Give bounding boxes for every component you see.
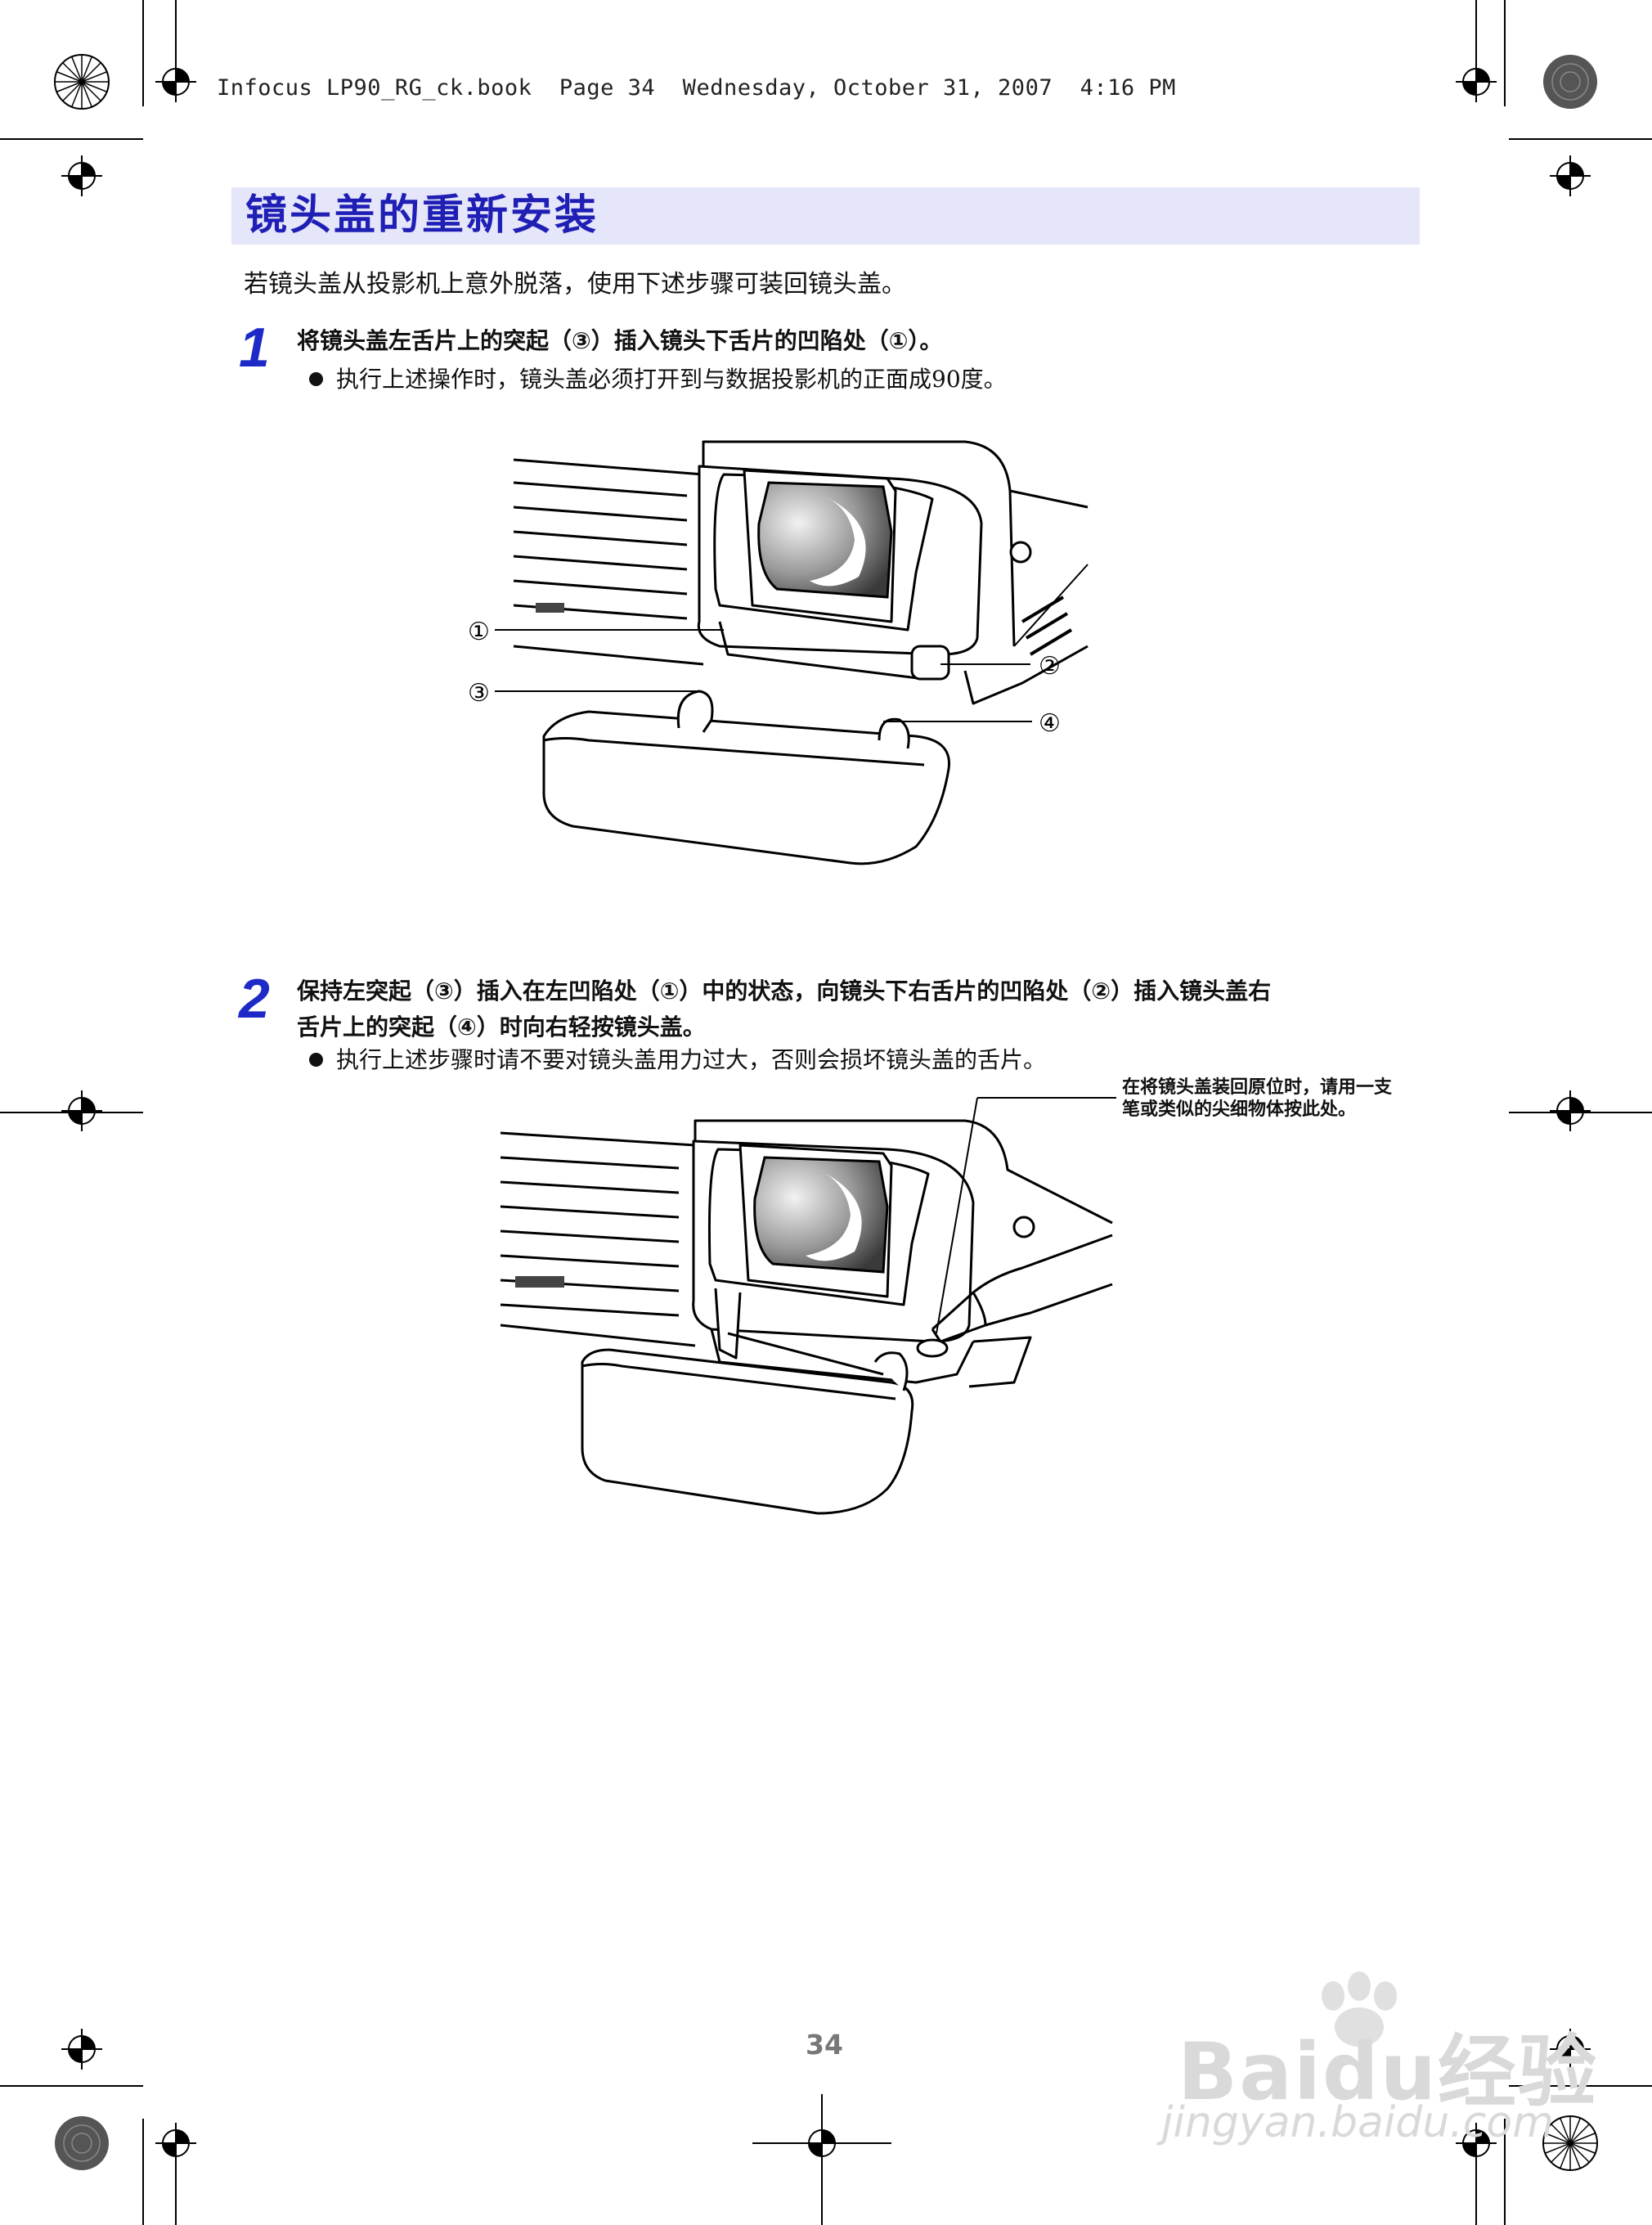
step-2-bullet: 执行上述步骤时请不要对镜头盖用力过大，否则会损坏镜头盖的舌片。 xyxy=(309,1044,1046,1077)
step-2-bullet-text: 执行上述步骤时请不要对镜头盖用力过大，否则会损坏镜头盖的舌片。 xyxy=(336,1046,1047,1073)
step-1-bullet: 执行上述操作时，镜头盖必须打开到与数据投影机的正面成90度。 xyxy=(309,363,1007,396)
bullet-icon xyxy=(309,372,323,386)
section-title: 镜头盖的重新安装 xyxy=(245,191,599,240)
step-1-bullet-text: 执行上述操作时，镜头盖必须打开到与数据投影机的正面成90度。 xyxy=(336,366,1007,393)
label-3: ③ xyxy=(468,679,490,708)
label-1: ① xyxy=(468,618,490,646)
figure-2-callout: 在将镜头盖装回原位时，请用一支笔或类似的尖细物体按此处。 xyxy=(1122,1077,1393,1120)
step-2-heading-line2: 舌片上的突起（④）时向右轻按镜头盖。 xyxy=(297,1014,706,1041)
page-number: 34 xyxy=(806,2029,843,2061)
step-1-heading: 将镜头盖左舌片上的突起（③）插入镜头下舌片的凹陷处（①）。 xyxy=(297,327,943,354)
step-1-number: 1 xyxy=(239,317,270,379)
step-2-number: 2 xyxy=(239,968,270,1030)
label-4: ④ xyxy=(1039,709,1061,738)
book-header: Infocus LP90_RG_ck.book Page 34 Wednesda… xyxy=(217,75,1176,101)
intro-text: 若镜头盖从投影机上意外脱落，使用下述步骤可装回镜头盖。 xyxy=(244,270,906,299)
section-title-bar xyxy=(231,187,1420,245)
bullet-icon xyxy=(309,1053,323,1067)
label-2: ② xyxy=(1039,652,1061,681)
watermark-url: jingyan.baidu.com xyxy=(1161,2098,1554,2147)
step-2-heading-line1: 保持左突起（③）插入在左凹陷处（①）中的状态，向镜头下右舌片的凹陷处（②）插入镜… xyxy=(297,978,1272,1005)
watermark-brand: Baidu经验 xyxy=(1178,2026,1598,2118)
